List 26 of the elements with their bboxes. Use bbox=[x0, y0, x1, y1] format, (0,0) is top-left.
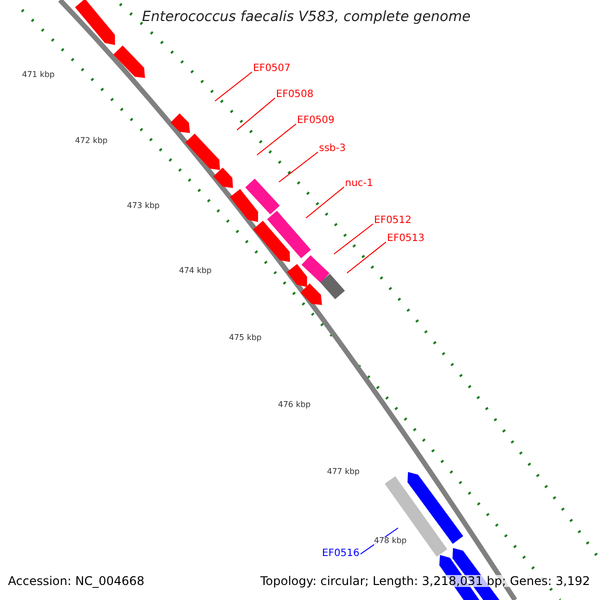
gene-label: EF0512 bbox=[374, 216, 412, 226]
scale-label: 471 kbp bbox=[22, 71, 55, 79]
leader-line bbox=[236, 98, 276, 130]
gene-label: EF0508 bbox=[276, 90, 314, 100]
gene-label: EF0509 bbox=[297, 116, 335, 126]
gene-label: ssb-3 bbox=[319, 144, 346, 154]
leader-line bbox=[256, 124, 296, 156]
leader-line bbox=[306, 186, 344, 218]
leader-line bbox=[346, 242, 386, 274]
scale-label: 478 kbp bbox=[374, 537, 407, 545]
leader-line bbox=[334, 224, 374, 254]
gene-label: EF0516 bbox=[322, 549, 360, 559]
accession-text: Accession: NC_004668 bbox=[8, 575, 144, 587]
scale-label: 473 kbp bbox=[127, 202, 160, 210]
title: Enterococcus faecalis V583, complete genome bbox=[142, 10, 471, 24]
gene-label: EF0513 bbox=[387, 234, 425, 244]
gene-label: EF0507 bbox=[253, 64, 291, 74]
scale-label: 476 kbp bbox=[278, 401, 311, 409]
gene-label: nuc-1 bbox=[345, 179, 374, 189]
scale-label: 472 kbp bbox=[75, 137, 108, 145]
scale-label: 474 kbp bbox=[179, 267, 212, 275]
leader-line bbox=[214, 72, 252, 102]
leader-line bbox=[278, 152, 318, 182]
scale-label: 475 kbp bbox=[229, 334, 262, 342]
scale-label: 477 kbp bbox=[327, 468, 360, 476]
genome-summary-text: Topology: circular; Length: 3,218,031 bp; Genes: 3,192 bbox=[260, 575, 590, 587]
